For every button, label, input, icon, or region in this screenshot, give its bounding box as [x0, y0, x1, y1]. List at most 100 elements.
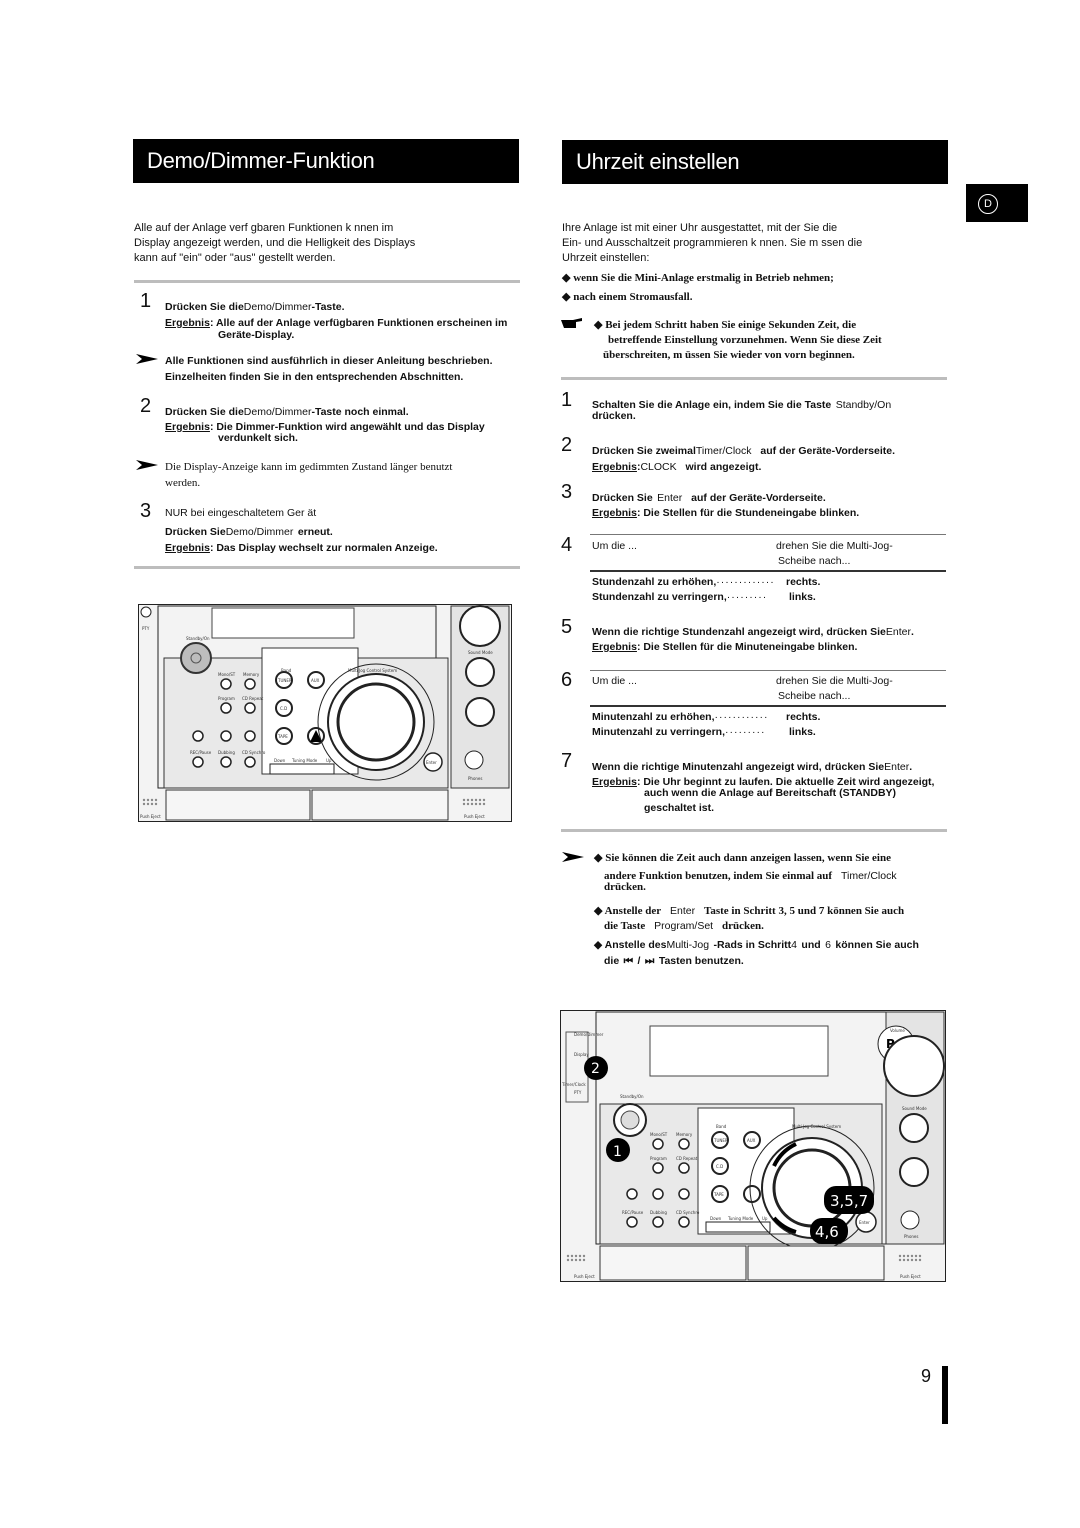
text: : Alle auf der Anlage verfügbaren Funkti… [209, 317, 508, 329]
table-cell: Stundenzahl zu erhöhen, [592, 576, 717, 588]
step-instruction: Drücken Sie Enter auf der Geräte-Vorders… [592, 488, 826, 506]
button-name: Standby/On [835, 399, 892, 411]
result-label: Ergebnis [592, 641, 637, 653]
table-cell: Minutenzahl zu verringern, [592, 726, 726, 738]
button-name: Enter [884, 761, 910, 773]
step-number: 7 [561, 750, 573, 772]
table-header: Scheibe nach... [778, 555, 851, 567]
table-rule [590, 570, 946, 572]
label-display: Display [574, 1052, 589, 1057]
section-title-demo-dimmer: Demo/Dimmer-Funktion [133, 139, 519, 183]
label-aux: AUX [311, 678, 320, 683]
table-header: drehen Sie die Multi-Jog- [776, 675, 893, 687]
page-number: 9 [921, 1366, 932, 1386]
text: können Sie auch [835, 939, 919, 951]
table-rule [590, 705, 946, 707]
step-number: 5 [561, 616, 573, 638]
intro-line: Display angezeigt werden, und die Hellig… [134, 237, 416, 249]
step-instruction: Drücken Sie dieDemo/Dimmer-Taste. [165, 297, 345, 315]
step-result-cont: geschaltet ist. [644, 802, 715, 814]
note-text: andere Funktion benutzen, indem Sie einm… [604, 866, 897, 884]
label-cd-synchro: CD Synchro [242, 750, 266, 755]
step-number: 3 [140, 500, 152, 522]
label-demo: Demo/Dimmer [574, 1032, 604, 1037]
result-label: Ergebnis [592, 507, 637, 519]
note-text: ◆ Anstelle desMulti-Jog -Rads in Schritt… [594, 939, 919, 951]
text: Drücken Sie die [165, 301, 244, 313]
text: -Rads in Schritt [713, 939, 792, 951]
text: : Das Display wechselt zur normalen Anze… [209, 542, 438, 554]
label-up: Up [762, 1216, 768, 1221]
label-push-eject: Push Eject [140, 814, 161, 819]
label-cd-synchro: CD Synchro [676, 1210, 700, 1215]
note-arrow-icon [136, 460, 158, 470]
table-row: Stundenzahl zu verringern,········· [592, 591, 768, 603]
bullet-item: ◆ nach einem Stromausfall. [562, 291, 693, 303]
table-cell: links. [789, 591, 816, 603]
result-label: Ergebnis [165, 421, 210, 433]
button-name: Enter [670, 905, 696, 917]
label-timer: Timer/Clock [561, 1082, 586, 1087]
text: : [636, 461, 641, 473]
text: Drücken Sie die [165, 406, 244, 418]
table-row: Minutenzahl zu verringern,········· [592, 726, 766, 738]
step-result-cont: auch wenn die Anlage auf Bereitschaft (S… [644, 787, 897, 799]
step-instruction: Wenn die richtige Minutenzahl angezeigt … [592, 761, 913, 773]
label-rec-pause: REC/Pause [622, 1210, 644, 1215]
text: : Die Dimmer-Funktion wird angewählt und… [209, 421, 485, 433]
text: / [637, 955, 641, 967]
label-down: Down [710, 1216, 722, 1221]
text: die [604, 955, 620, 967]
text: die Taste [604, 920, 646, 932]
text: : Die Stellen für die Minuteneingabe bli… [636, 641, 858, 653]
step-instruction: Wenn die richtige Stundenzahl angezeigt … [592, 626, 914, 638]
button-name: Timer/Clock [695, 445, 752, 457]
section-title-uhrzeit: Uhrzeit einstellen [562, 140, 948, 184]
intro-line: Alle auf der Anlage verf gbaren Funktion… [134, 222, 394, 234]
button-name: Demo/Dimmer [243, 301, 312, 313]
table-header: Um die ... [592, 675, 637, 687]
callout-2: 2 [591, 1061, 600, 1077]
text: : Die Stellen für die Stundeneingabe bli… [636, 507, 860, 519]
note-text: Einzelheiten finden Sie in den entsprech… [165, 371, 464, 383]
intro-line: kann auf "ein" oder "aus" gestellt werde… [134, 252, 336, 264]
label-enter: Enter [859, 1220, 870, 1225]
table-row: Minutenzahl zu erhöhen,············ [592, 711, 769, 723]
step-result: Ergebnis: Das Display wechselt zur norma… [165, 538, 438, 556]
note-text: die Taste Program/Set drücken. [604, 916, 764, 934]
button-name: Enter [657, 492, 683, 504]
text: 6 [825, 939, 831, 951]
page-edge-bar [942, 1366, 948, 1424]
label-memory: Memory [243, 672, 260, 677]
step-number: 6 [561, 669, 573, 691]
label-cd: C.D [716, 1164, 723, 1169]
table-rule [590, 670, 946, 671]
callout-357: 3,5,7 [830, 1192, 868, 1210]
label-down: Down [274, 758, 286, 763]
step-number: 2 [140, 395, 152, 417]
text: drücken. [722, 920, 764, 932]
divider [561, 829, 947, 832]
divider [134, 280, 520, 283]
text: -Taste noch einmal. [311, 406, 409, 418]
table-cell: rechts. [786, 711, 821, 723]
table-cell: rechts. [786, 576, 821, 588]
text: Bei jedem Schritt haben Sie einige Sekun… [605, 319, 857, 331]
note-arrow-icon [562, 852, 584, 862]
device-front-panel-illustration: PTY Standby/On Band TUNER AUX C.D TAPE M… [138, 604, 512, 822]
label-aux: AUX [747, 1138, 756, 1143]
note-text: werden. [165, 477, 201, 489]
button-name: Demo/Dimmer [225, 526, 294, 538]
hint-text: überschreiten, m üssen Sie wieder von vo… [603, 349, 855, 361]
button-name: Program/Set [654, 920, 714, 932]
text: Schalten Sie die Anlage ein, indem Sie d… [592, 399, 832, 411]
language-tab: D [966, 184, 1028, 222]
table-row: Stundenzahl zu erhöhen,············· [592, 576, 775, 588]
text: Drücken Sie zweimal [592, 445, 696, 457]
divider [134, 566, 520, 569]
step-number: 3 [561, 481, 573, 503]
text: auf der Geräte-Vorderseite. [691, 492, 826, 504]
label-band: Band [281, 668, 292, 673]
step-result: Ergebnis: Die Stellen für die Stundenein… [592, 503, 859, 521]
text: wird angezeigt. [685, 461, 762, 473]
